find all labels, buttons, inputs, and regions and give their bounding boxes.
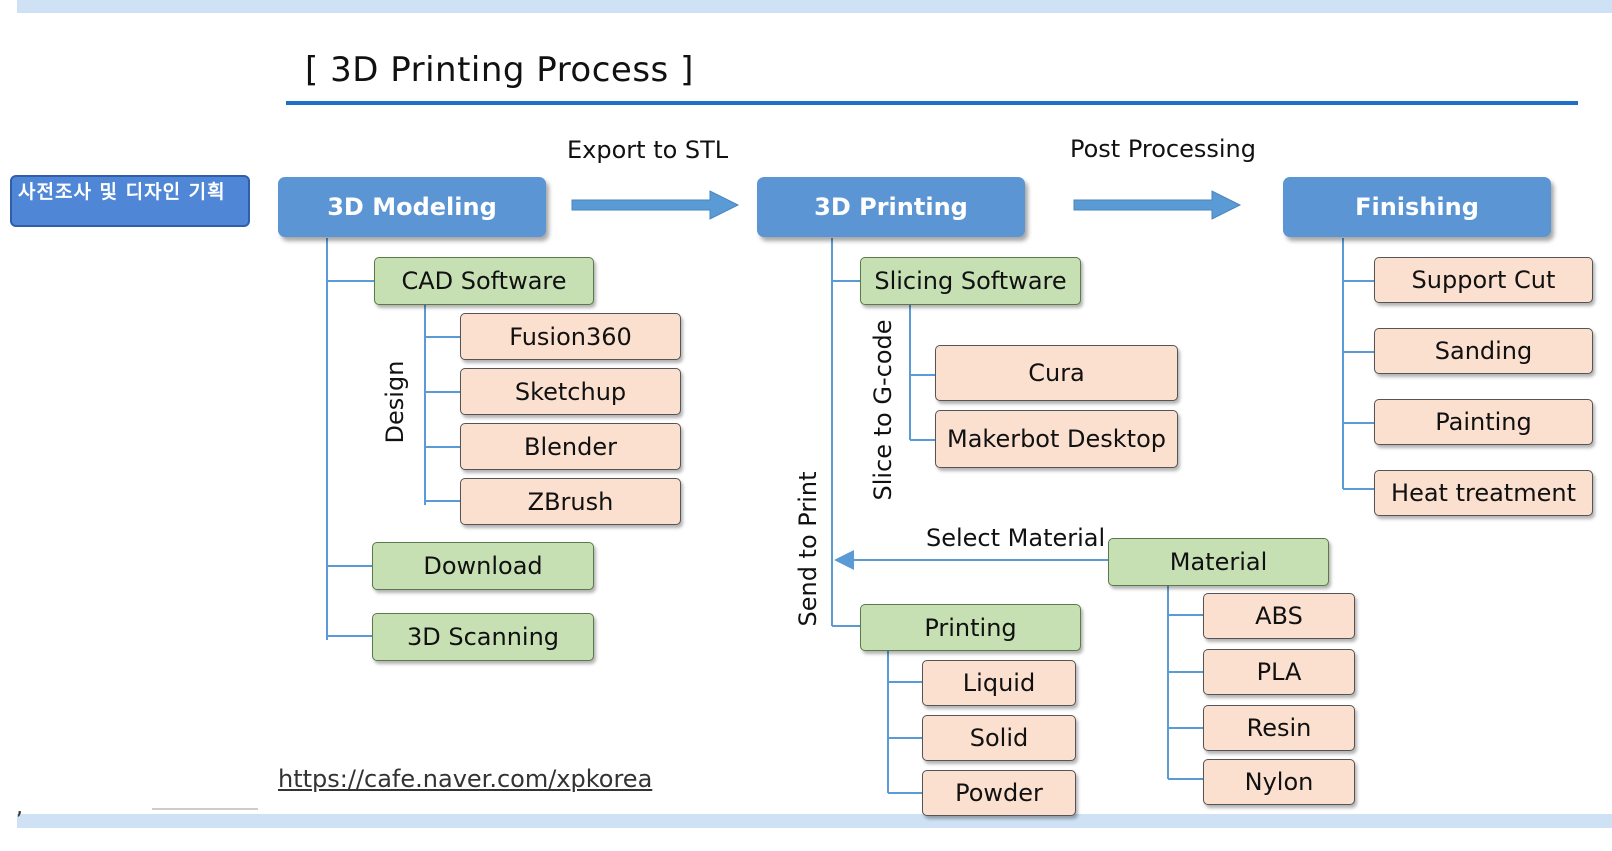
- bottom-band: [17, 814, 1612, 828]
- material-item: Resin: [1203, 705, 1355, 751]
- cad-item: Blender: [460, 423, 681, 470]
- cad-software-box: CAD Software: [374, 257, 594, 305]
- printing-item: Powder: [922, 770, 1076, 816]
- stage-finishing: Finishing: [1283, 177, 1551, 237]
- cad-item: ZBrush: [460, 478, 681, 525]
- stage-3d-modeling: 3D Modeling: [278, 177, 546, 237]
- finishing-item: Sanding: [1374, 328, 1593, 374]
- select-material-label: Select Material: [926, 524, 1106, 552]
- finishing-item: Heat treatment: [1374, 470, 1593, 516]
- stage-3d-printing: 3D Printing: [757, 177, 1025, 237]
- design-label: Design: [381, 360, 409, 444]
- 3d-scanning-box: 3D Scanning: [372, 613, 594, 661]
- sidebar-tab[interactable]: 사전조사 및 디자인 기획: [10, 175, 250, 227]
- finishing-item: Support Cut: [1374, 257, 1593, 303]
- page-title: [ 3D Printing Process ]: [305, 50, 694, 90]
- slice-to-gcode-label: Slice to G-code: [869, 319, 897, 501]
- printing-item: Liquid: [922, 660, 1076, 706]
- export-arrow: [571, 190, 740, 220]
- top-band: [17, 0, 1612, 13]
- cad-item: Fusion360: [460, 313, 681, 360]
- material-item: ABS: [1203, 593, 1355, 639]
- material-item: PLA: [1203, 649, 1355, 695]
- material-item: Nylon: [1203, 759, 1355, 805]
- slicing-software-box: Slicing Software: [860, 257, 1081, 305]
- cad-item: Sketchup: [460, 368, 681, 415]
- download-box: Download: [372, 542, 594, 590]
- post-processing-label: Post Processing: [1070, 135, 1256, 163]
- slicer-item: Cura: [935, 345, 1178, 401]
- finishing-item: Painting: [1374, 399, 1593, 445]
- printing-item: Solid: [922, 715, 1076, 761]
- post-arrow: [1073, 190, 1242, 220]
- source-link[interactable]: https://cafe.naver.com/xpkorea: [278, 765, 653, 793]
- material-box: Material: [1108, 538, 1329, 586]
- printing-box: Printing: [860, 604, 1081, 651]
- title-underline: [286, 101, 1578, 105]
- footer-comma: ,: [16, 795, 23, 820]
- slicer-item: Makerbot Desktop: [935, 410, 1178, 468]
- send-to-print-label: Send to Print: [794, 471, 822, 627]
- export-label: Export to STL: [567, 136, 729, 164]
